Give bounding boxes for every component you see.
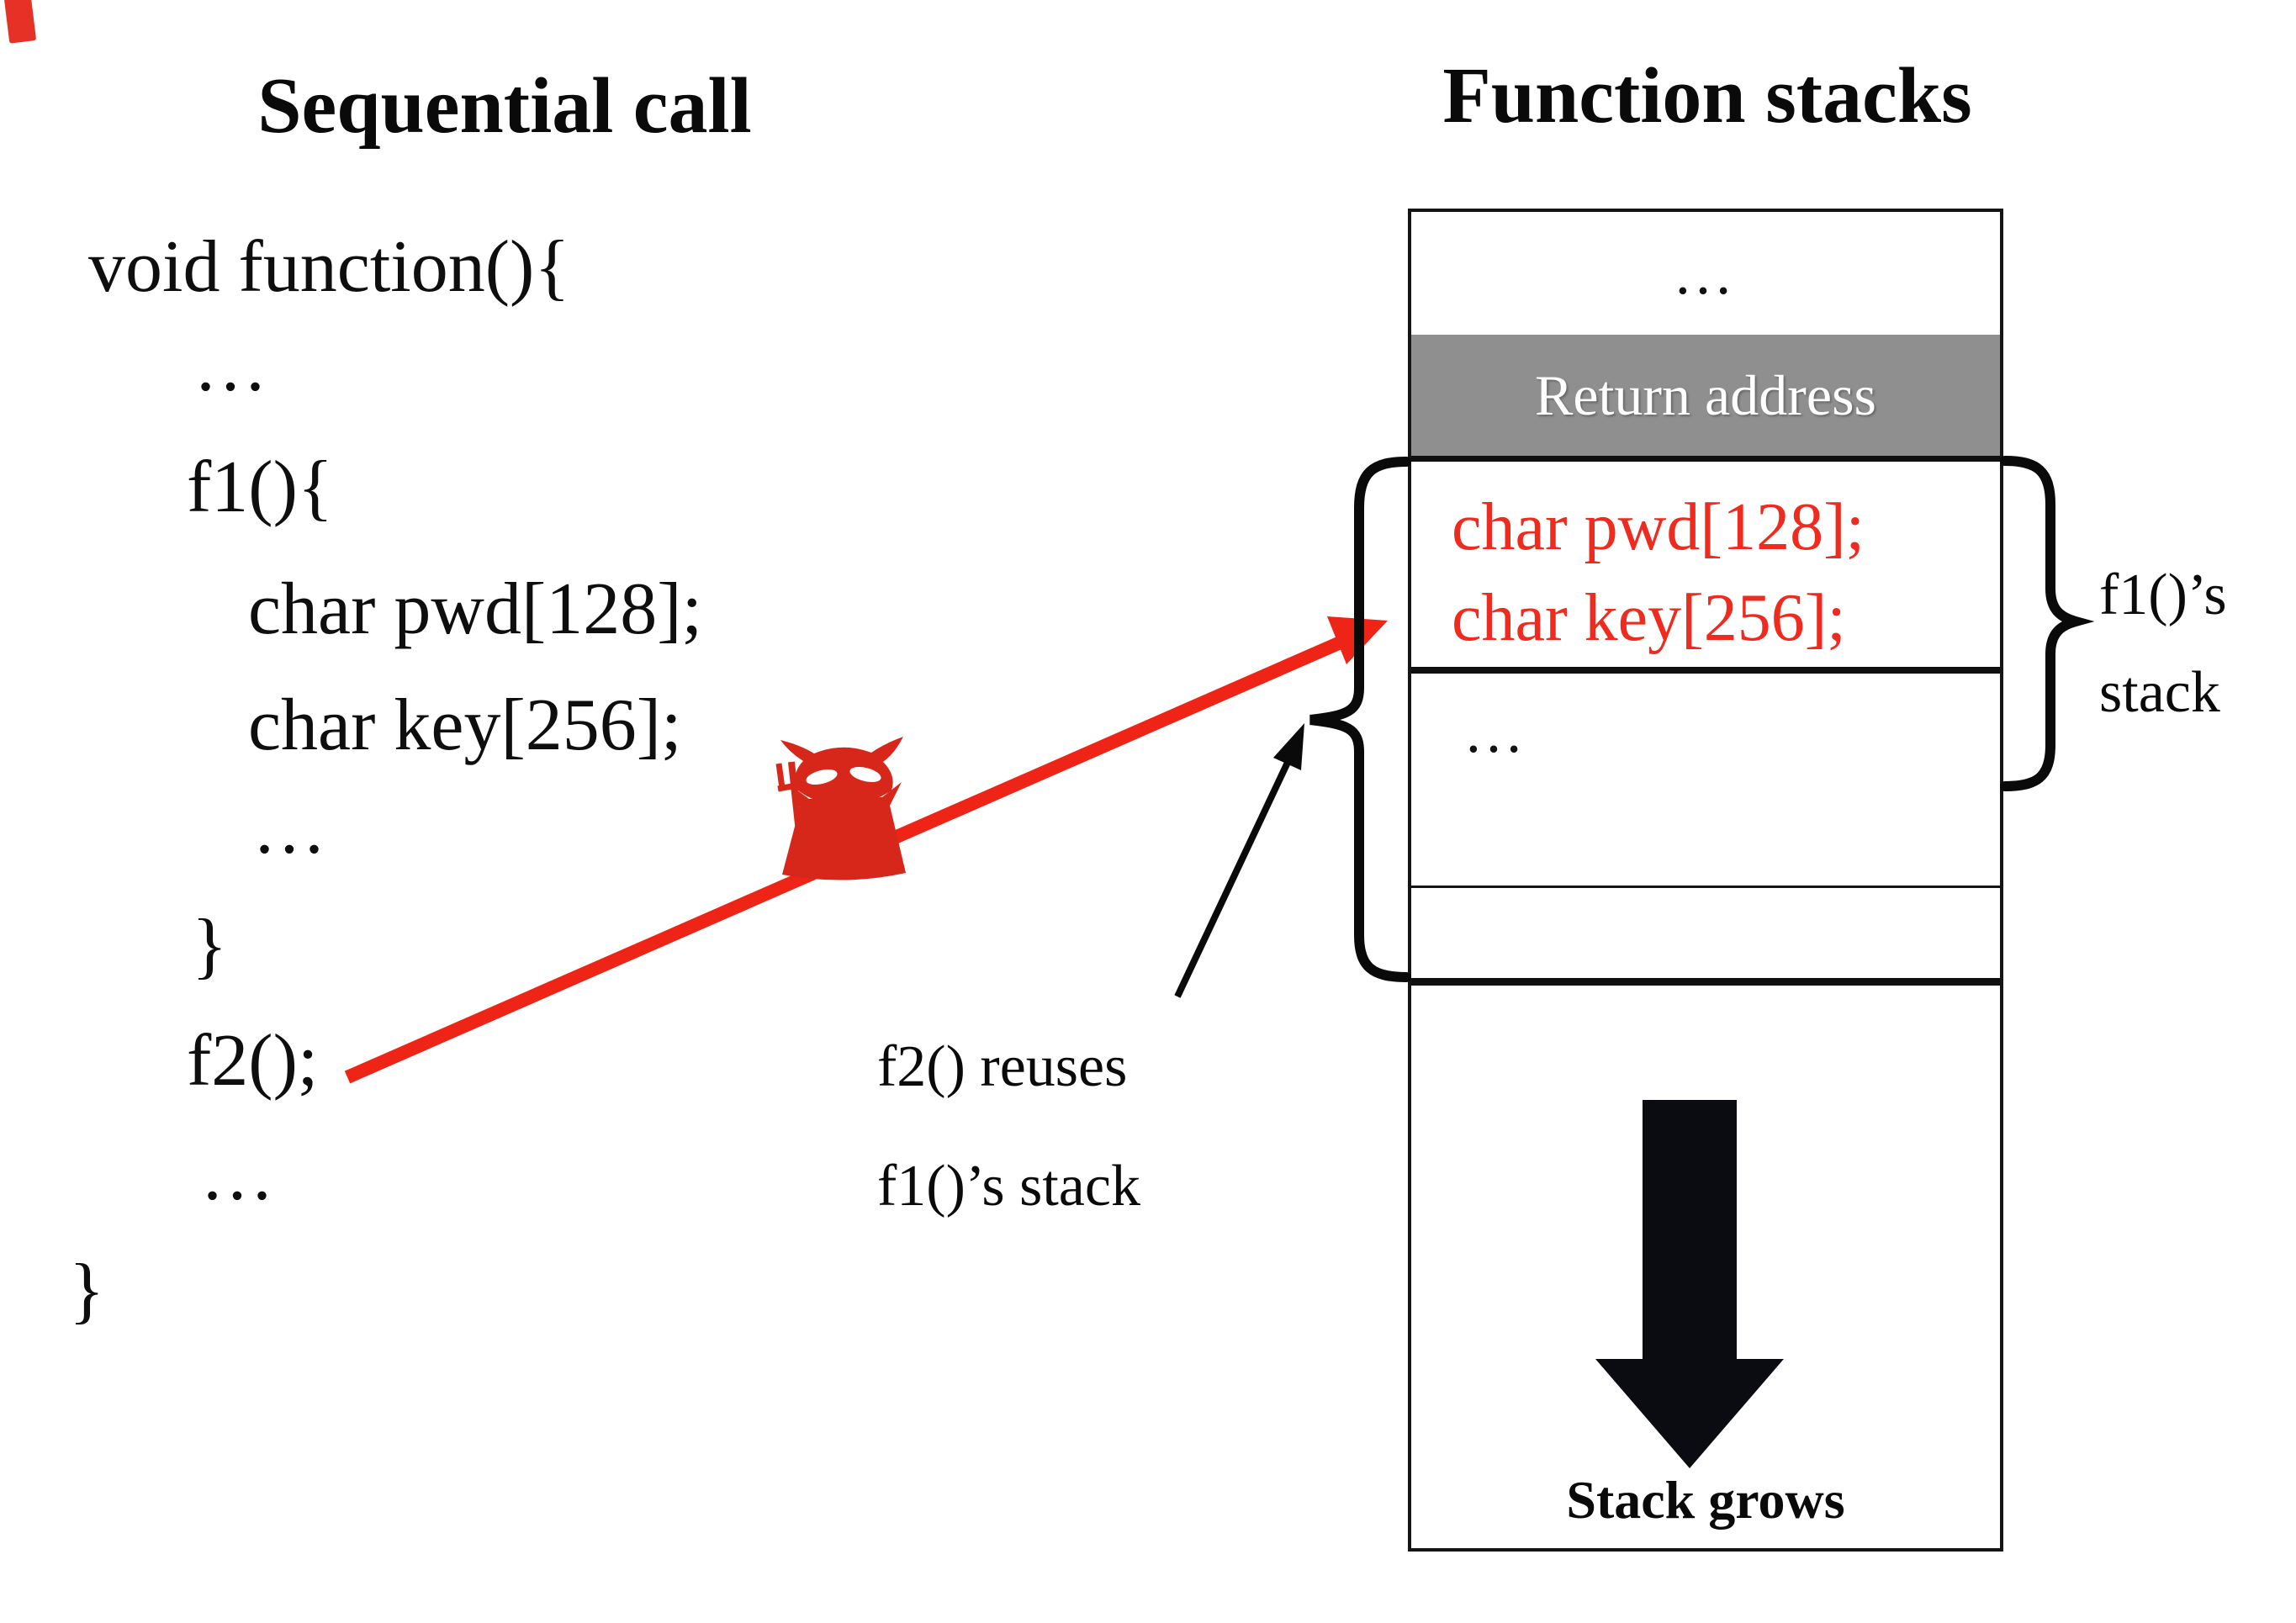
stack-cell-f1-frame: char pwd[128]; char key[256];: [1411, 462, 2000, 674]
code-line-f2-call: f2();: [187, 1020, 319, 1102]
reuse-pointer-arrow-icon: [1174, 723, 1304, 998]
f1-stack-label: f1()’s stack: [2099, 547, 2296, 742]
code-line-ellipsis-3: …: [200, 1134, 274, 1216]
right-brace: [2000, 456, 2095, 791]
f2-reuses-label-line2: f1()’s stack: [877, 1154, 1140, 1219]
stack-cell-top-dots: …: [1673, 239, 1738, 307]
devil-icon: [775, 737, 906, 880]
stack-cell-empty: [1411, 888, 2000, 986]
code-line-fn-close: }: [69, 1250, 105, 1331]
code-line-f1-open: f1(){: [187, 447, 334, 528]
stack-cell-return-address: Return address: [1411, 335, 2000, 462]
code-line-void-function: void function(){: [88, 226, 570, 308]
code-line-char-key: char key[256];: [248, 685, 682, 766]
stack-cell-growth-area: Stack grows: [1411, 986, 2000, 1555]
f1-stack-label-line2: stack: [2099, 660, 2220, 725]
stack-grows-arrow-head-icon: [1595, 1359, 1784, 1468]
code-line-ellipsis-2: …: [252, 788, 326, 870]
stack-grows-arrow-shaft: [1643, 1100, 1737, 1359]
f2-reuses-label: f2() reuses f1()’s stack: [877, 1007, 1140, 1246]
corner-red-mark: [3, 0, 37, 44]
frame-line-key: char key[256];: [1452, 581, 1846, 655]
left-brace: [1309, 457, 1411, 982]
f1-stack-label-line1: f1()’s: [2099, 563, 2227, 627]
code-line-f1-close: }: [192, 905, 228, 986]
function-stack-box: … Return address char pwd[128]; char key…: [1408, 209, 2003, 1552]
code-line-char-pwd: char pwd[128];: [248, 568, 703, 650]
f2-reuses-label-line1: f2() reuses: [877, 1034, 1128, 1099]
sequential-call-title: Sequential call: [257, 62, 752, 150]
code-line-ellipsis-1: …: [193, 325, 267, 407]
stack-grows-label: Stack grows: [1566, 1470, 1845, 1530]
stack-cell-mid-dots: …: [1411, 674, 2000, 888]
function-stacks-title: Function stacks: [1442, 52, 1972, 140]
frame-line-pwd: char pwd[128];: [1452, 490, 1865, 564]
